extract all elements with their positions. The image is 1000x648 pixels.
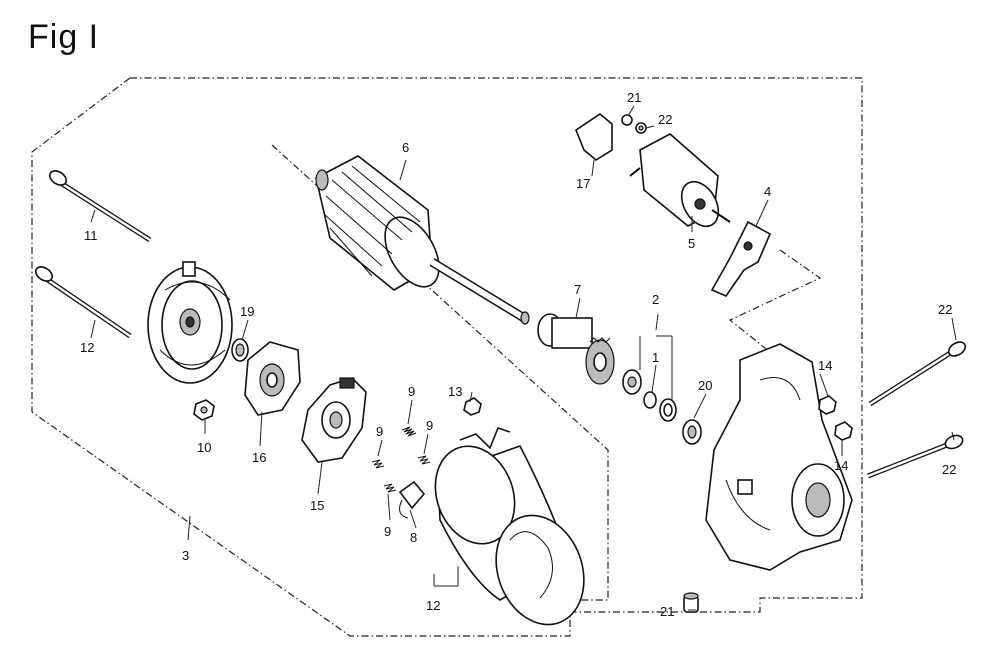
- callout-22a: 22: [938, 302, 952, 317]
- nut-14-lower[interactable]: [834, 421, 853, 441]
- bearing-18-left[interactable]: [231, 338, 249, 362]
- callout-9a: 9: [408, 384, 415, 399]
- callout-13: 13: [448, 384, 462, 399]
- pinion-7[interactable]: [537, 313, 615, 385]
- callout-18a: 19: [240, 304, 254, 319]
- callout-3: 3: [182, 548, 189, 563]
- spring-9-b[interactable]: [417, 455, 431, 465]
- washer-20[interactable]: [635, 122, 647, 134]
- washer-2[interactable]: [622, 369, 642, 395]
- callouts: 11 12 10 19 16 15 3 6 7 2 1 20 17 21 22 …: [80, 90, 956, 619]
- yoke-12[interactable]: [422, 427, 598, 637]
- callout-11b: 12: [80, 340, 94, 355]
- nut-13[interactable]: [463, 397, 482, 416]
- armature-6[interactable]: [315, 155, 530, 325]
- callout-18b: 20: [698, 378, 712, 393]
- bolt-11-upper[interactable]: [47, 168, 152, 243]
- spring-9-a[interactable]: [401, 426, 417, 437]
- callout-22b: 22: [942, 462, 956, 477]
- plate-16[interactable]: [244, 341, 301, 416]
- assembly-outline: [31, 77, 863, 637]
- front-housing[interactable]: [705, 343, 853, 571]
- armature-bracket: [271, 144, 609, 601]
- bearing-18-right[interactable]: [682, 419, 702, 445]
- callout-16: 16: [252, 450, 266, 465]
- brush-8[interactable]: [398, 480, 426, 519]
- bolt-22-lower[interactable]: [867, 433, 965, 479]
- callout-14b: 14: [834, 458, 848, 473]
- callout-21: 21: [660, 604, 674, 619]
- rear-cover[interactable]: [147, 261, 233, 384]
- callout-20: 22: [658, 112, 672, 127]
- callout-9d: 9: [384, 524, 391, 539]
- callout-7: 7: [574, 282, 581, 297]
- callout-19: 21: [627, 90, 641, 105]
- callout-11a: 11: [84, 228, 98, 243]
- ring-2[interactable]: [659, 398, 677, 422]
- brush-holder-15[interactable]: [301, 377, 367, 463]
- callout-17: 17: [576, 176, 590, 191]
- nut-10[interactable]: [193, 399, 215, 421]
- lever-4[interactable]: [710, 220, 772, 297]
- cap-21[interactable]: [683, 592, 699, 613]
- callout-4: 4: [764, 184, 771, 199]
- figure-title: Fig I: [28, 18, 100, 56]
- callout-9b: 9: [426, 418, 433, 433]
- callout-6: 6: [402, 140, 409, 155]
- callout-1: 1: [652, 350, 659, 365]
- leader-lines: [90, 105, 957, 611]
- callout-14a: 14: [818, 358, 832, 373]
- callout-15: 15: [310, 498, 324, 513]
- callout-12: 12: [426, 598, 440, 613]
- cover-17[interactable]: [575, 113, 613, 161]
- washer-1[interactable]: [643, 391, 657, 409]
- callout-2: 2: [652, 292, 659, 307]
- callout-8: 8: [410, 530, 417, 545]
- callout-5: 5: [688, 236, 695, 251]
- nut-19[interactable]: [621, 114, 633, 126]
- bolt-11-lower[interactable]: [33, 264, 132, 339]
- callout-9c: 9: [376, 424, 383, 439]
- nut-14-upper[interactable]: [818, 395, 837, 415]
- callout-10: 10: [197, 440, 211, 455]
- bolt-22-upper[interactable]: [868, 339, 968, 407]
- lever-bracket: [728, 249, 822, 361]
- solenoid-5[interactable]: [629, 133, 731, 233]
- spring-9-c[interactable]: [371, 459, 385, 469]
- spring-9-d[interactable]: [383, 483, 397, 493]
